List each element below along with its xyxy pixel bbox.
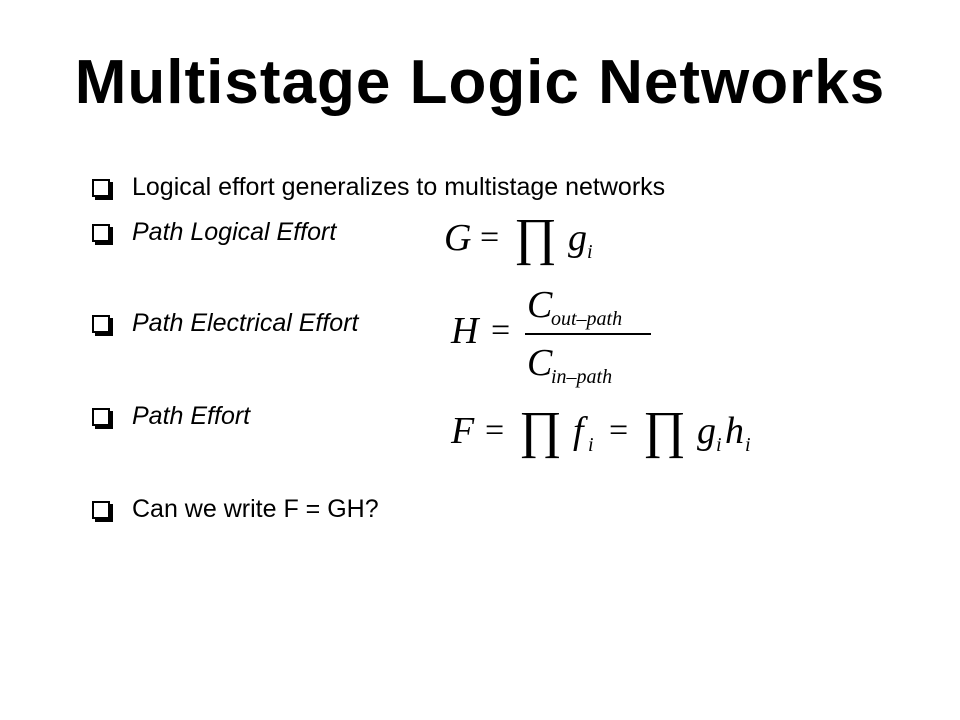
checkbox-bullet-icon — [92, 223, 110, 242]
eq-numerator-subscript: out–path — [551, 308, 622, 330]
checkbox-bullet-icon — [92, 500, 110, 519]
eq-term: g — [697, 410, 716, 452]
eq-term: f — [573, 410, 588, 452]
product-symbol: ∏ — [519, 403, 562, 459]
equation-path-logical-effort: G = ∏ g i — [444, 212, 593, 266]
product-symbol: ∏ — [643, 403, 686, 459]
checkbox-bullet-icon — [92, 314, 110, 333]
eq-term: h — [725, 410, 744, 452]
bullet-item: Path Electrical Effort — [92, 311, 358, 336]
eq-numerator: C — [527, 284, 553, 326]
eq-equals: = — [480, 219, 499, 256]
bullet-text: Path Effort — [132, 402, 251, 430]
bullet-item: Path Logical Effort — [92, 220, 336, 245]
bullet-text: Path Electrical Effort — [132, 309, 359, 337]
eq-subscript: i — [745, 434, 751, 456]
eq-term: g — [568, 217, 587, 259]
eq-denominator-subscript: in–path — [551, 366, 612, 388]
product-symbol: ∏ — [514, 212, 557, 266]
equation-path-effort: F = ∏ f i = ∏ g i h i — [450, 403, 751, 459]
eq-subscript: i — [588, 434, 594, 456]
eq-lhs: H — [450, 310, 481, 352]
eq-subscript: i — [716, 434, 722, 456]
slide-title: Multistage Logic Networks — [74, 48, 886, 117]
eq-subscript: i — [587, 241, 593, 263]
eq-lhs: G — [444, 217, 471, 259]
eq-equals: = — [609, 412, 628, 449]
eq-lhs: F — [450, 410, 475, 452]
bullet-text: Path Logical Effort — [132, 218, 337, 246]
checkbox-bullet-icon — [92, 407, 110, 426]
bullet-text: Logical effort generalizes to multistage… — [132, 173, 666, 201]
eq-denominator: C — [527, 342, 553, 384]
bullet-item: Path Effort — [92, 404, 250, 429]
eq-equals: = — [491, 312, 510, 349]
equation-path-electrical-effort: H = C out–path C in–path — [450, 284, 651, 388]
checkbox-bullet-icon — [92, 178, 110, 197]
bullet-item: Logical effort generalizes to multistage… — [92, 175, 665, 200]
bullet-item: Can we write F = GH? — [92, 497, 379, 522]
eq-equals: = — [485, 412, 504, 449]
bullet-text: Can we write F = GH? — [132, 495, 379, 523]
